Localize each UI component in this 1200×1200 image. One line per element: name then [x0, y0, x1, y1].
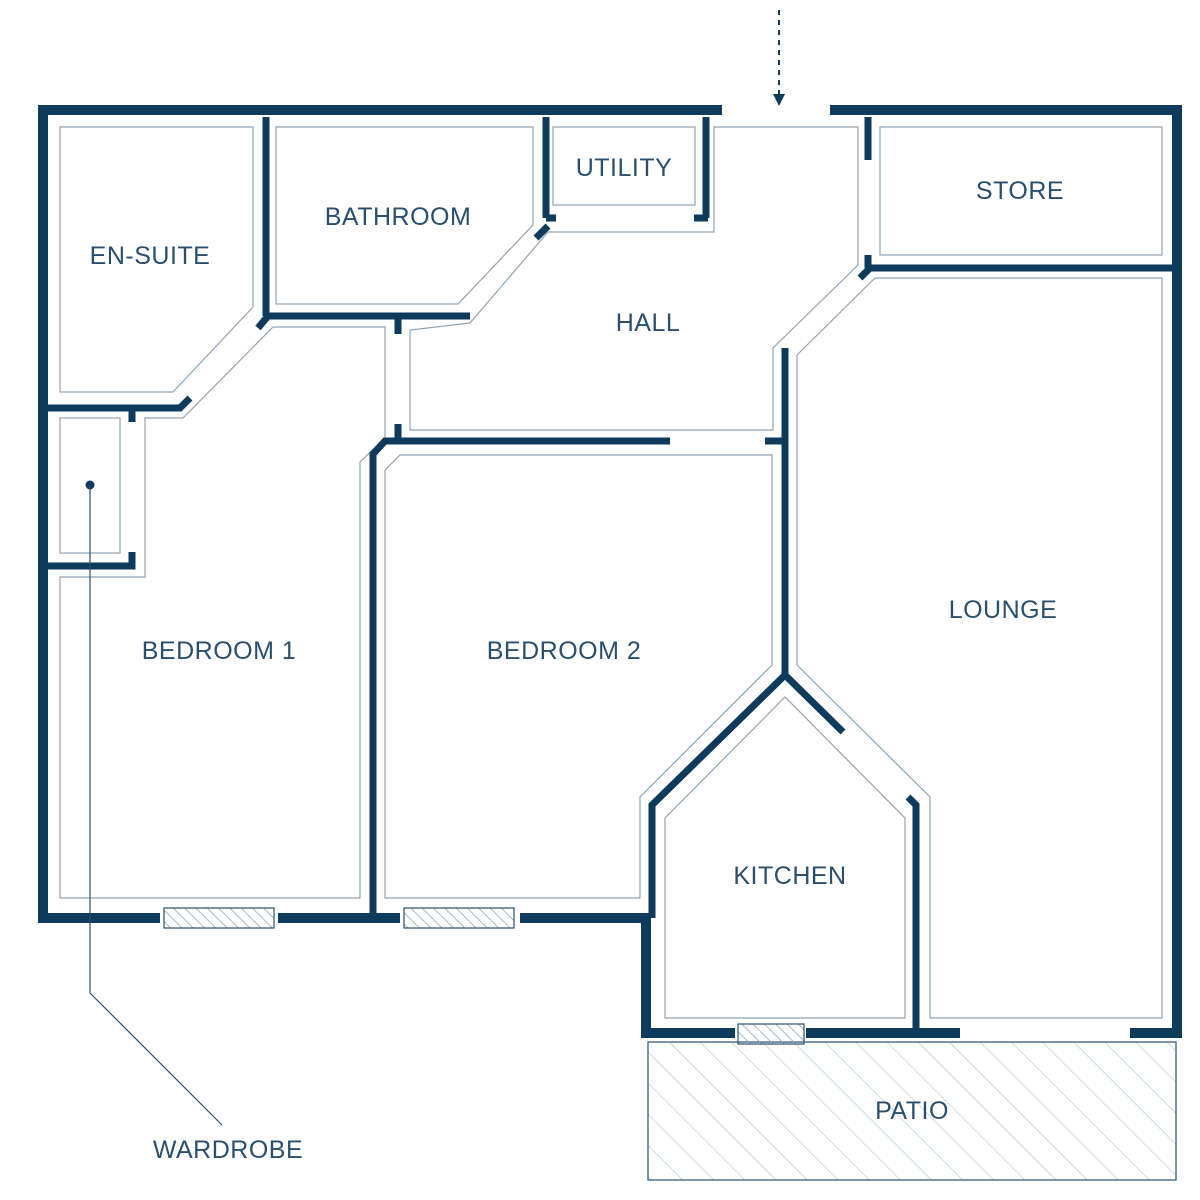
window-kitchen [737, 1023, 805, 1045]
room-label-bathroom: BATHROOM [325, 203, 472, 231]
window-bedroom-2 [403, 907, 515, 929]
room-label-bedroom-2: BEDROOM 2 [487, 637, 642, 665]
room-label-patio: PATIO [875, 1097, 949, 1125]
window-bedroom-1 [163, 907, 275, 929]
outer-walls [38, 105, 1182, 1038]
room-label-store: STORE [976, 177, 1064, 205]
patio-area [647, 1041, 1177, 1181]
windows [163, 907, 805, 1045]
room-label-en-suite: EN-SUITE [90, 242, 211, 270]
entrance-arrow-icon [773, 10, 785, 106]
room-outlines [59, 126, 1163, 1019]
room-label-kitchen: KITCHEN [733, 862, 846, 890]
room-label-wardrobe: WARDROBE [153, 1136, 303, 1164]
room-label-hall: HALL [616, 309, 681, 337]
interior-walls [48, 117, 1175, 1033]
room-label-utility: UTILITY [576, 154, 673, 182]
room-label-bedroom-1: BEDROOM 1 [142, 637, 297, 665]
wardrobe-leader [85, 480, 223, 1126]
room-label-lounge: LOUNGE [949, 596, 1058, 624]
